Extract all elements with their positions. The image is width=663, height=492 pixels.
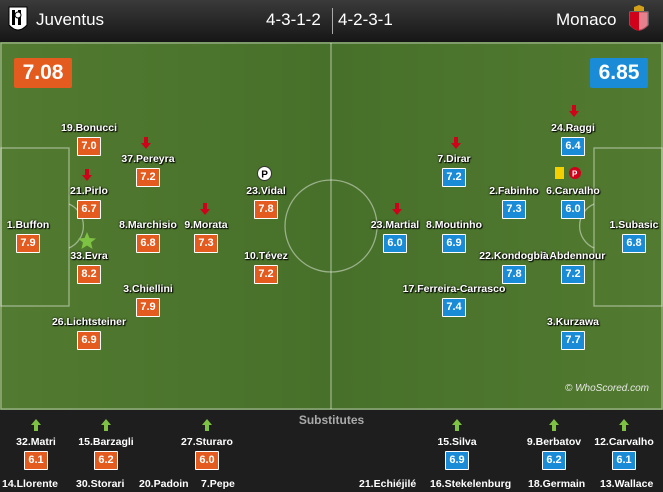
sub-player-card[interactable]: 27.Sturaro 6.0 <box>162 418 252 470</box>
svg-text:P: P <box>572 170 578 179</box>
player-card[interactable]: 8.Marchisio 6.8 <box>88 219 208 253</box>
player-card[interactable]: 21.Pirlo 6.7 <box>29 185 149 219</box>
home-team-rating: 7.08 <box>14 58 72 88</box>
player-card[interactable]: 8.Moutinho 6.9 <box>394 219 514 253</box>
player-card[interactable]: 5.Abdennour 7.2 <box>513 250 633 284</box>
player-card[interactable]: 19.Bonucci 7.0 <box>29 122 149 156</box>
player-card[interactable]: 22.Kondogbia 7.8 <box>454 250 574 284</box>
juventus-crest-icon <box>8 6 28 31</box>
sub-out-arrow-icon <box>569 105 579 117</box>
sub-player-card[interactable]: 15.Silva 6.9 <box>412 418 502 470</box>
sub-in-arrow-icon <box>202 419 212 431</box>
bench-player[interactable]: 20.Padoin <box>139 478 189 490</box>
player-card[interactable]: 6.Carvalho 6.0 <box>513 185 633 219</box>
player-card[interactable]: 1.Buffon 7.9 <box>0 219 88 253</box>
formation-divider <box>332 8 333 34</box>
player-card[interactable]: 17.Ferreira-Carrasco 7.4 <box>394 283 514 317</box>
player-card[interactable]: 3.Chiellini 7.9 <box>88 283 208 317</box>
player-card[interactable]: 23.Martial 6.0 <box>335 219 455 253</box>
player-card[interactable]: 3.Kurzawa 7.7 <box>513 316 633 350</box>
sub-in-arrow-icon <box>619 419 629 431</box>
player-card[interactable]: 1.Subasic 6.8 <box>574 219 663 253</box>
bench-player[interactable]: 18.Germain <box>528 478 586 490</box>
away-formation: 4-2-3-1 <box>338 10 393 29</box>
yellow-card-icon <box>555 167 564 179</box>
match-header: Juventus 4-3-1-2 4-2-3-1 Monaco <box>0 0 663 42</box>
sub-out-arrow-icon <box>451 137 461 149</box>
sub-player-card[interactable]: 15.Barzagli 6.2 <box>61 418 151 470</box>
away-team-name[interactable]: Monaco <box>556 10 617 29</box>
assist-icon: P <box>257 166 272 181</box>
sub-out-arrow-icon <box>82 169 92 181</box>
player-card[interactable]: 23.Vidal 7.8 <box>206 185 326 219</box>
player-card[interactable]: 10.Tévez 7.2 <box>206 250 326 284</box>
player-card[interactable]: 33.Evra 8.2 <box>29 250 149 284</box>
pitch-markings <box>0 42 663 410</box>
player-card[interactable]: 24.Raggi 6.4 <box>513 122 633 156</box>
away-team-rating: 6.85 <box>590 58 648 88</box>
player-card[interactable]: 26.Lichtsteiner 6.9 <box>29 316 149 350</box>
bench-player[interactable]: 21.Echiéjilé <box>359 478 417 490</box>
penalty-missed-icon: P <box>569 167 581 179</box>
watermark: © WhoScored.com <box>564 383 649 394</box>
sub-player-card[interactable]: 32.Matri 6.1 <box>0 418 81 470</box>
player-card[interactable]: 9.Morata 7.3 <box>146 219 266 253</box>
bench-player[interactable]: 30.Storari <box>76 478 125 490</box>
sub-in-arrow-icon <box>549 419 559 431</box>
home-team-name[interactable]: Juventus <box>36 10 105 29</box>
sub-out-arrow-icon <box>141 137 151 149</box>
svg-text:P: P <box>261 170 268 181</box>
player-card[interactable]: 37.Pereyra 7.2 <box>88 153 208 187</box>
star-icon <box>78 232 96 249</box>
player-card[interactable]: 2.Fabinho 7.3 <box>454 185 574 219</box>
bench-player[interactable]: 13.Wallace <box>600 478 654 490</box>
sub-out-arrow-icon <box>392 203 402 215</box>
substitutes-title: Substitutes <box>298 413 365 427</box>
pitch: 7.08 6.85 1.Buffon 7.9 19.Bonucci 7.0 21… <box>0 42 663 410</box>
bench-player[interactable]: 16.Stekelenburg <box>430 478 512 490</box>
sub-player-card[interactable]: 9.Berbatov 6.2 <box>509 418 599 470</box>
sub-player-card[interactable]: 12.Carvalho 6.1 <box>579 418 663 470</box>
bench-player[interactable]: 14.Llorente <box>2 478 59 490</box>
home-formation: 4-3-1-2 <box>266 10 321 29</box>
player-card[interactable]: 7.Dirar 7.2 <box>394 153 514 187</box>
sub-in-arrow-icon <box>31 419 41 431</box>
substitutes-panel: Substitutes 32.Matri 6.1 15.Barzagli 6.2… <box>0 410 663 492</box>
sub-in-arrow-icon <box>452 419 462 431</box>
sub-out-arrow-icon <box>200 203 210 215</box>
monaco-crest-icon <box>629 5 649 31</box>
bench-player[interactable]: 7.Pepe <box>201 478 235 490</box>
sub-in-arrow-icon <box>101 419 111 431</box>
